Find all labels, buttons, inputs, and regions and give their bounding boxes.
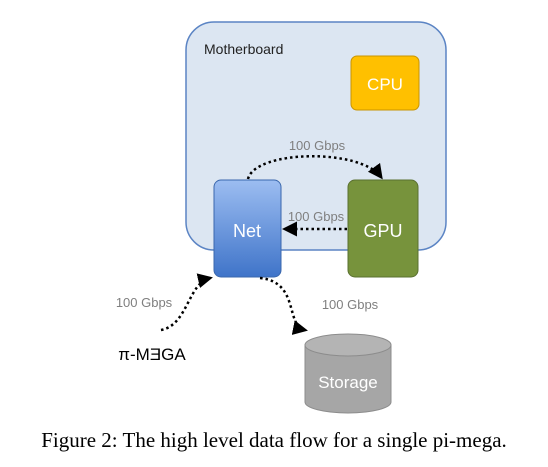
- gpu-box: [347, 179, 419, 278]
- cpu-box: [350, 55, 420, 111]
- net-box: [213, 179, 282, 278]
- motherboard-label: Motherboard: [204, 41, 283, 57]
- data-flow-diagram: Motherboard CPU GPU Net Storage 100 Gbps…: [116, 21, 447, 414]
- net-label: Net: [233, 221, 261, 241]
- bandwidth-net-to-gpu: 100 Gbps: [289, 138, 346, 153]
- figure-caption: Figure 2: The high level data flow for a…: [41, 428, 507, 452]
- bandwidth-source-to-net: 100 Gbps: [116, 295, 173, 310]
- bandwidth-gpu-to-net: 100 Gbps: [288, 209, 345, 224]
- storage-label: Storage: [318, 373, 378, 392]
- cpu-label: CPU: [367, 75, 403, 94]
- storage-cylinder: [304, 333, 392, 414]
- bandwidth-net-to-storage: 100 Gbps: [322, 297, 379, 312]
- arrow-net-to-storage: [259, 276, 308, 335]
- source-label: π-MƎGA: [118, 345, 186, 364]
- gpu-label: GPU: [363, 221, 402, 241]
- arrow-source-to-net: [160, 273, 213, 332]
- arrow-net-to-gpu: [246, 155, 383, 180]
